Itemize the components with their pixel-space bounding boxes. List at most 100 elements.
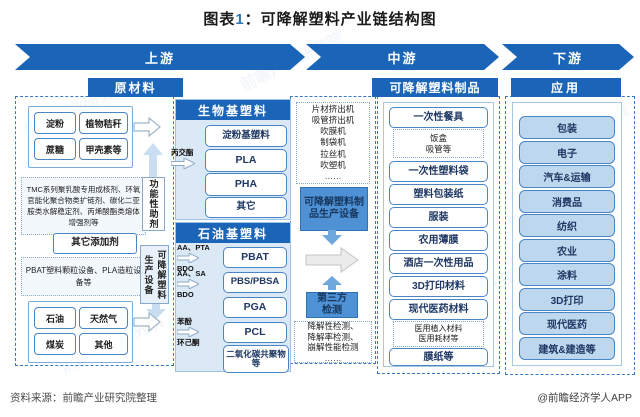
pla-precursor-group: 丙交酯 (171, 148, 195, 169)
testing-item: …… (324, 352, 342, 363)
raw-materials-header: 原材料 (88, 78, 183, 97)
pbs-precursor-group: AA、SA BDO (177, 269, 206, 299)
title-number: 1 (235, 11, 245, 28)
feed-item: 甲壳素等 (79, 138, 128, 160)
stage-banner-upstream: 上游 (15, 44, 305, 70)
machine-item: …… (324, 171, 342, 181)
page-title: 图表1：可降解塑料产业链结构图 (0, 8, 640, 29)
plastic-item: 二氧化碳共聚物等 (223, 345, 289, 373)
production-equipment-label: 可降解塑料生产设备 (140, 245, 169, 304)
product-sub-item: 医用植入材料 (414, 323, 463, 333)
precursor-label: AA、PTA (177, 243, 210, 252)
product-item: 现代医药材料 (389, 299, 488, 320)
precursor-label: BDO (177, 264, 194, 273)
feed-item: 煤炭 (34, 333, 76, 355)
flow-arrow-right-icon (133, 117, 161, 137)
product-item: 酒店一次性用品 (389, 253, 488, 274)
application-item: 消费品 (519, 190, 615, 213)
application-item: 电子 (519, 141, 615, 164)
product-sub-item: 吸管等 (425, 143, 452, 154)
stage-banner-midstream: 中游 (306, 44, 499, 70)
bio-plastics-header: 生物基塑料 (176, 100, 290, 120)
stage-banner-downstream: 下游 (502, 44, 634, 70)
application-item: 农业 (519, 239, 615, 262)
products-header: 可降解塑料制品 (372, 78, 498, 97)
machine-item: 吸管挤出机 (311, 114, 355, 125)
flow-arrow-up-icon (322, 276, 342, 290)
plastic-item: PBAT (223, 247, 287, 268)
small-arrow-right-icon (177, 327, 199, 337)
machine-item: 拉丝机 (320, 148, 346, 159)
precursor-label: 丙交酯 (171, 148, 194, 157)
small-arrow-right-icon (171, 158, 195, 169)
small-arrow-right-icon (177, 279, 199, 289)
testing-item: 降解率检测、 (307, 331, 359, 342)
bio-plastics-panel: 生物基塑料 淀粉基塑料 PLA PHA 其它 (175, 99, 291, 220)
title-label: 图表 (203, 11, 236, 28)
application-item: 汽车&运输 (519, 165, 615, 188)
product-item: 一次性餐具 (389, 107, 488, 128)
plastic-item: 其它 (205, 197, 287, 218)
pcl-precursor-group: 苯酚 环己酮 (177, 317, 200, 347)
testing-item: 崩解性能检测 (307, 342, 359, 352)
plastic-item: PLA (205, 149, 287, 172)
plastic-item: PBS/PBSA (223, 272, 287, 293)
application-item: 包装 (519, 116, 615, 139)
feed-item: 淀粉 (34, 112, 76, 134)
feed-item: 天然气 (79, 307, 128, 329)
source-note: 资料来源：前瞻产业研究院整理 (10, 392, 157, 404)
title-text: ：可降解塑料产业链结构图 (244, 11, 437, 28)
functional-additives-note: TMC系列聚乳酸专用成核剂、环氧官能化聚合物类扩链剂、碳化二亚胺类水解稳定剂、丙… (21, 177, 146, 235)
machine-item: 制袋机 (320, 137, 346, 148)
application-item: 建筑&建造等 (519, 337, 615, 360)
plastic-item: PHA (205, 173, 287, 196)
precursor-label: AA、SA (177, 269, 206, 278)
plastic-item: PCL (223, 322, 287, 343)
product-sub-item: 医用耗材等 (418, 334, 459, 343)
petro-plastics-panel: 石油基塑料 PBAT PBS/PBSA PGA PCL 二氧化碳共聚物等 (175, 222, 291, 373)
precursor-label: BDO (177, 290, 194, 299)
flow-arrow-up-icon (143, 143, 163, 177)
flow-arrow-right-large-icon (305, 247, 359, 273)
machine-item: 吹塑机 (320, 159, 346, 170)
flow-arrow-down-icon (322, 230, 342, 245)
third-party-testing-box: 第三方检测 (306, 292, 358, 318)
product-sub-item: 饭盒 (429, 132, 447, 143)
petro-plastics-header: 石油基塑料 (176, 223, 290, 243)
production-equipment-box: 可降解塑料制品生产设备 (300, 187, 368, 231)
machine-item: 片材挤出机 (311, 103, 355, 114)
feed-item: 植物秸秆 (79, 112, 128, 134)
machine-item: 吹膜机 (320, 126, 346, 137)
granulation-equipment-note: PBAT塑料颗粒设备、PLA造粒设备等 (21, 257, 146, 296)
feed-item: 其他 (79, 333, 128, 355)
product-sub-list: 医用植入材料 医用耗材等 (393, 321, 484, 347)
testing-item: 降解性检测、 (307, 321, 359, 331)
precursor-label: 环己酮 (177, 338, 200, 347)
product-item: 农用薄膜 (389, 230, 488, 251)
testing-list: 降解性检测、 降解率检测、 崩解性能检测 …… (294, 321, 372, 363)
machines-list: 片材挤出机 吸管挤出机 吹膜机 制袋机 拉丝机 吹塑机 …… (296, 102, 370, 184)
product-item: 塑料包装纸 (389, 184, 488, 205)
plastic-item: 淀粉基塑料 (205, 125, 287, 147)
other-additives-box: 其它添加剂 (53, 233, 137, 254)
precursor-label: 苯酚 (177, 317, 192, 326)
credit-note: @前瞻经济学人APP (537, 392, 632, 404)
product-sub-list: 饭盒 吸管等 (393, 129, 484, 158)
application-item: 涂料 (519, 263, 615, 286)
product-item: 服装 (389, 207, 488, 228)
small-arrow-right-icon (177, 253, 199, 263)
functional-additives-label: 功能性助剂 (142, 177, 165, 231)
applications-header: 应用 (511, 78, 621, 97)
application-item: 3D打印 (519, 288, 615, 311)
feed-item: 石油 (34, 307, 76, 329)
plastic-item: PGA (223, 297, 287, 318)
pbat-precursor-group: AA、PTA BDO (177, 243, 210, 273)
application-item: 现代医药 (519, 312, 615, 335)
flow-arrow-down-icon (146, 304, 166, 319)
product-item: 膜纸等 (389, 348, 488, 366)
feed-item: 蔗糖 (34, 138, 76, 160)
application-item: 纺织 (519, 214, 615, 237)
product-item: 3D打印材料 (389, 276, 488, 297)
flow-arrow-right-icon (133, 312, 161, 332)
